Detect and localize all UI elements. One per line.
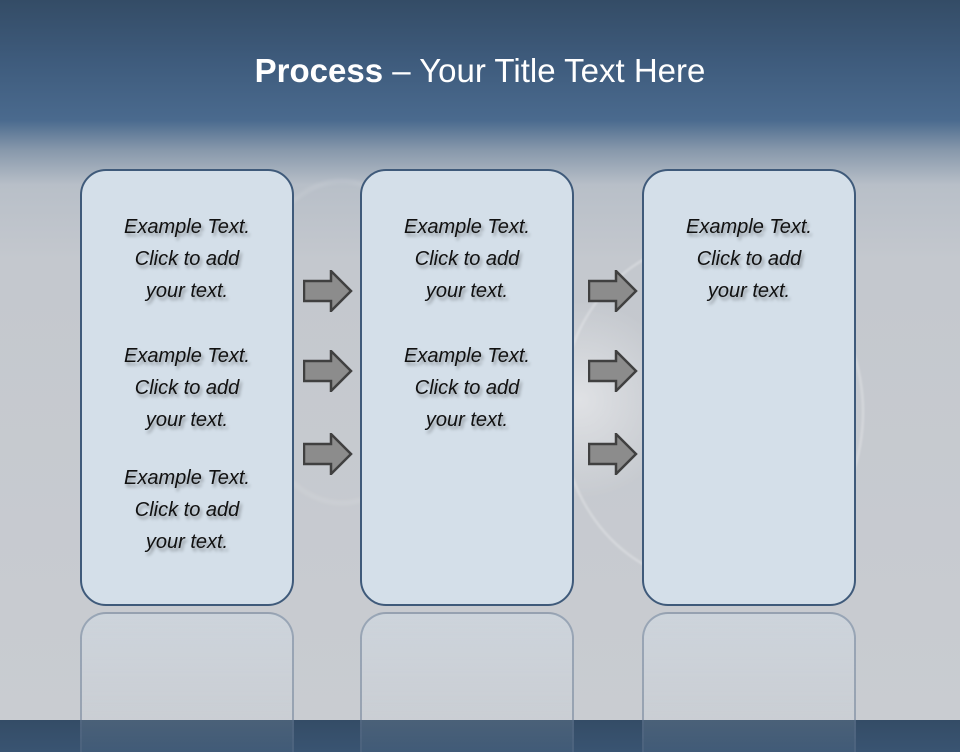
- box-reflection: [360, 612, 574, 752]
- text-block[interactable]: Example Text. Click to add your text.: [124, 216, 250, 302]
- right-arrow-icon: [303, 350, 353, 392]
- right-arrow-icon: [588, 433, 638, 475]
- right-arrow-icon: [588, 270, 638, 312]
- title-rest: – Your Title Text Here: [383, 52, 706, 89]
- right-arrow-icon: [303, 270, 353, 312]
- right-arrow-icon: [588, 350, 638, 392]
- right-arrow-icon: [303, 433, 353, 475]
- process-box-2[interactable]: Example Text. Click to add your text. Ex…: [360, 169, 574, 606]
- box-reflection: [642, 612, 856, 752]
- text-block[interactable]: Example Text. Click to add your text.: [686, 216, 812, 302]
- slide-title[interactable]: Process – Your Title Text Here: [0, 52, 960, 90]
- title-bold: Process: [254, 52, 384, 89]
- text-block[interactable]: Example Text. Click to add your text.: [124, 345, 250, 431]
- text-block[interactable]: Example Text. Click to add your text.: [124, 467, 250, 553]
- box-reflection: [80, 612, 294, 752]
- process-box-3[interactable]: Example Text. Click to add your text.: [642, 169, 856, 606]
- text-block[interactable]: Example Text. Click to add your text.: [404, 216, 530, 302]
- text-block[interactable]: Example Text. Click to add your text.: [404, 345, 530, 431]
- process-box-1[interactable]: Example Text. Click to add your text. Ex…: [80, 169, 294, 606]
